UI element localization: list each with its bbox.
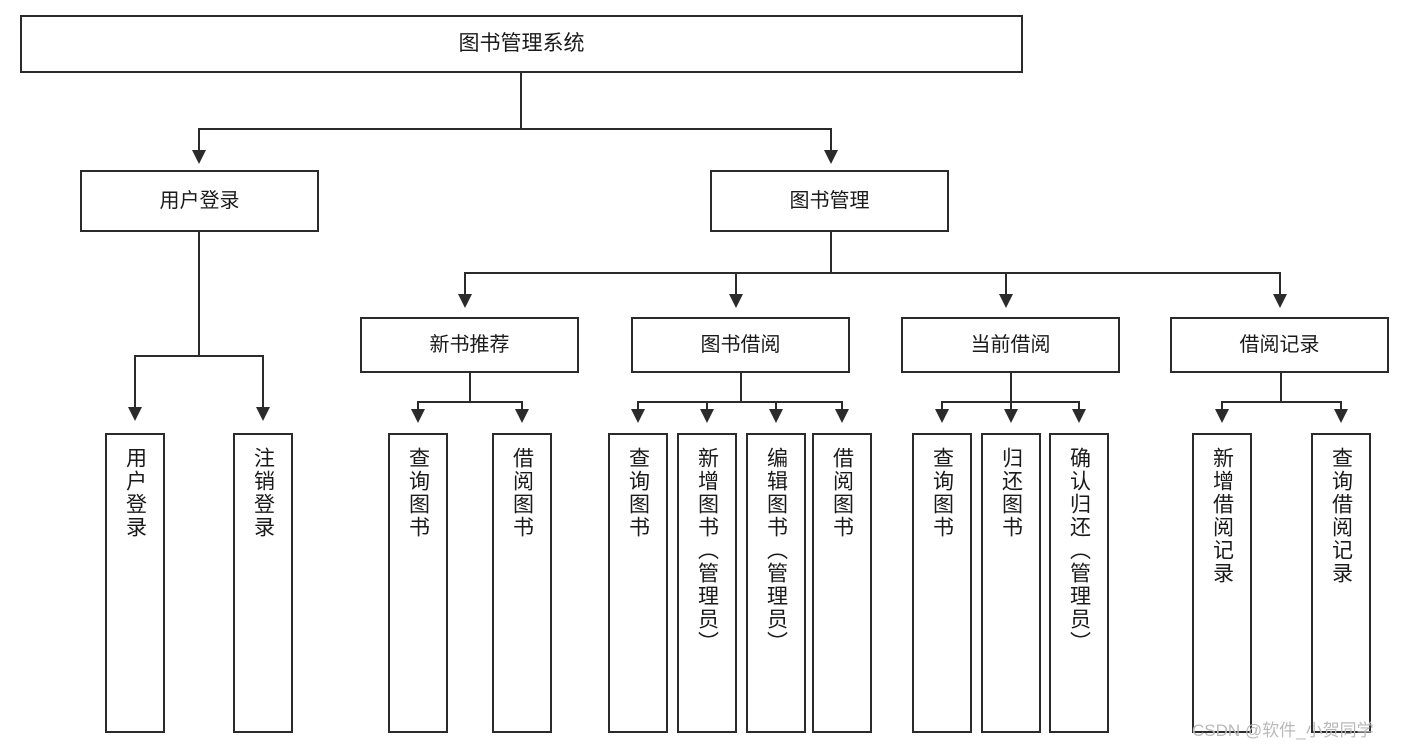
node-label: 借阅图书 [510, 447, 534, 539]
node-label: 编辑图书（管理员） [764, 447, 788, 654]
connector-root-leg-right [830, 128, 832, 150]
node-label: 用户登录 [123, 447, 147, 539]
connector-bb-leg-1 [637, 401, 639, 409]
connector-book-manage-leg-2 [735, 272, 737, 294]
leaf-br-query-record[interactable]: 查询借阅记录 [1311, 433, 1371, 733]
connector-book-manage-bus [464, 272, 1281, 274]
arrow-to-leaf-nbr-2 [515, 409, 529, 423]
connector-nbr-stem [469, 373, 471, 401]
leaf-bb-add-book-admin[interactable]: 新增图书（管理员） [677, 433, 737, 733]
arrow-to-user-login [192, 150, 206, 164]
connector-cb-leg-2 [1010, 401, 1012, 409]
node-label: 确认归还（管理员） [1067, 447, 1091, 654]
node-current-borrow[interactable]: 当前借阅 [901, 317, 1120, 373]
node-label: 图书管理系统 [458, 31, 585, 55]
connector-root-leg-left [198, 128, 200, 150]
leaf-cb-confirm-return-admin[interactable]: 确认归还（管理员） [1049, 433, 1109, 733]
leaf-nbr-borrow-book[interactable]: 借阅图书 [492, 433, 552, 733]
leaf-bb-edit-book-admin[interactable]: 编辑图书（管理员） [746, 433, 806, 733]
node-user-login[interactable]: 用户登录 [80, 170, 319, 232]
node-label: 查询图书 [930, 447, 954, 539]
node-book-manage[interactable]: 图书管理 [710, 170, 949, 232]
connector-br-stem [1280, 373, 1282, 401]
node-label: 借阅记录 [1239, 333, 1320, 356]
arrow-to-current-borrow [999, 294, 1013, 308]
connector-user-login-leg-1 [134, 355, 136, 407]
connector-user-login-bus [134, 355, 264, 357]
node-book-borrow[interactable]: 图书借阅 [631, 317, 850, 373]
connector-br-bus [1221, 401, 1342, 403]
node-label: 当前借阅 [970, 333, 1051, 356]
node-label: 借阅图书 [830, 447, 854, 539]
node-label: 新增图书（管理员） [695, 447, 719, 654]
arrow-to-leaf-user-login-2 [256, 407, 270, 421]
arrow-to-leaf-bb-2 [700, 409, 714, 423]
connector-cb-leg-3 [1078, 401, 1080, 409]
arrow-to-leaf-bb-4 [835, 409, 849, 423]
connector-cb-leg-1 [941, 401, 943, 409]
arrow-to-leaf-bb-1 [631, 409, 645, 423]
arrow-to-new-book-recommend [458, 294, 472, 308]
connector-root-bus [198, 128, 832, 130]
connector-bb-bus [637, 401, 843, 403]
node-label: 图书借阅 [700, 333, 781, 356]
connector-user-login-leg-2 [262, 355, 264, 407]
connector-book-manage-stem [830, 232, 832, 272]
connector-bb-leg-2 [706, 401, 708, 409]
node-root-system[interactable]: 图书管理系统 [20, 15, 1023, 73]
leaf-user-login-login[interactable]: 用户登录 [105, 433, 165, 733]
connector-nbr-bus [417, 401, 523, 403]
connector-bb-leg-3 [775, 401, 777, 409]
node-borrow-record[interactable]: 借阅记录 [1170, 317, 1389, 373]
arrow-to-book-borrow [729, 294, 743, 308]
arrow-to-leaf-user-login-1 [128, 407, 142, 421]
leaf-nbr-query-book[interactable]: 查询图书 [388, 433, 448, 733]
leaf-br-add-record[interactable]: 新增借阅记录 [1192, 433, 1252, 733]
connector-root-stem [520, 73, 522, 128]
leaf-cb-return-book[interactable]: 归还图书 [981, 433, 1041, 733]
connector-cb-stem [1010, 373, 1012, 401]
connector-bb-leg-4 [841, 401, 843, 409]
node-label: 查询图书 [626, 447, 650, 539]
leaf-user-login-logout[interactable]: 注销登录 [233, 433, 293, 733]
leaf-bb-borrow-book[interactable]: 借阅图书 [812, 433, 872, 733]
connector-book-manage-leg-4 [1279, 272, 1281, 294]
arrow-to-leaf-bb-3 [769, 409, 783, 423]
connector-book-manage-leg-3 [1005, 272, 1007, 294]
leaf-bb-query-book[interactable]: 查询图书 [608, 433, 668, 733]
arrow-to-leaf-cb-2 [1004, 409, 1018, 423]
connector-br-leg-2 [1340, 401, 1342, 409]
connector-bb-stem [740, 373, 742, 401]
arrow-to-book-manage [824, 150, 838, 164]
node-label: 图书管理 [789, 189, 870, 212]
node-label: 新增借阅记录 [1210, 447, 1234, 585]
connector-book-manage-leg-1 [464, 272, 466, 294]
connector-nbr-leg-2 [521, 401, 523, 409]
leaf-cb-query-book[interactable]: 查询图书 [912, 433, 972, 733]
connector-br-leg-1 [1221, 401, 1223, 409]
node-label: 查询借阅记录 [1329, 447, 1353, 585]
node-label: 查询图书 [406, 447, 430, 539]
arrow-to-leaf-cb-3 [1072, 409, 1086, 423]
connector-user-login-stem [198, 232, 200, 355]
arrow-to-borrow-record [1273, 294, 1287, 308]
arrow-to-leaf-nbr-1 [411, 409, 425, 423]
node-label: 用户登录 [159, 189, 240, 212]
node-label: 注销登录 [251, 447, 275, 539]
arrow-to-leaf-br-2 [1334, 409, 1348, 423]
node-label: 归还图书 [999, 447, 1023, 539]
node-label: 新书推荐 [429, 333, 510, 356]
connector-nbr-leg-1 [417, 401, 419, 409]
arrow-to-leaf-cb-1 [935, 409, 949, 423]
node-new-book-recommend[interactable]: 新书推荐 [360, 317, 579, 373]
watermark-text: CSDN @软件_小贺同学 [1192, 721, 1374, 740]
arrow-to-leaf-br-1 [1215, 409, 1229, 423]
